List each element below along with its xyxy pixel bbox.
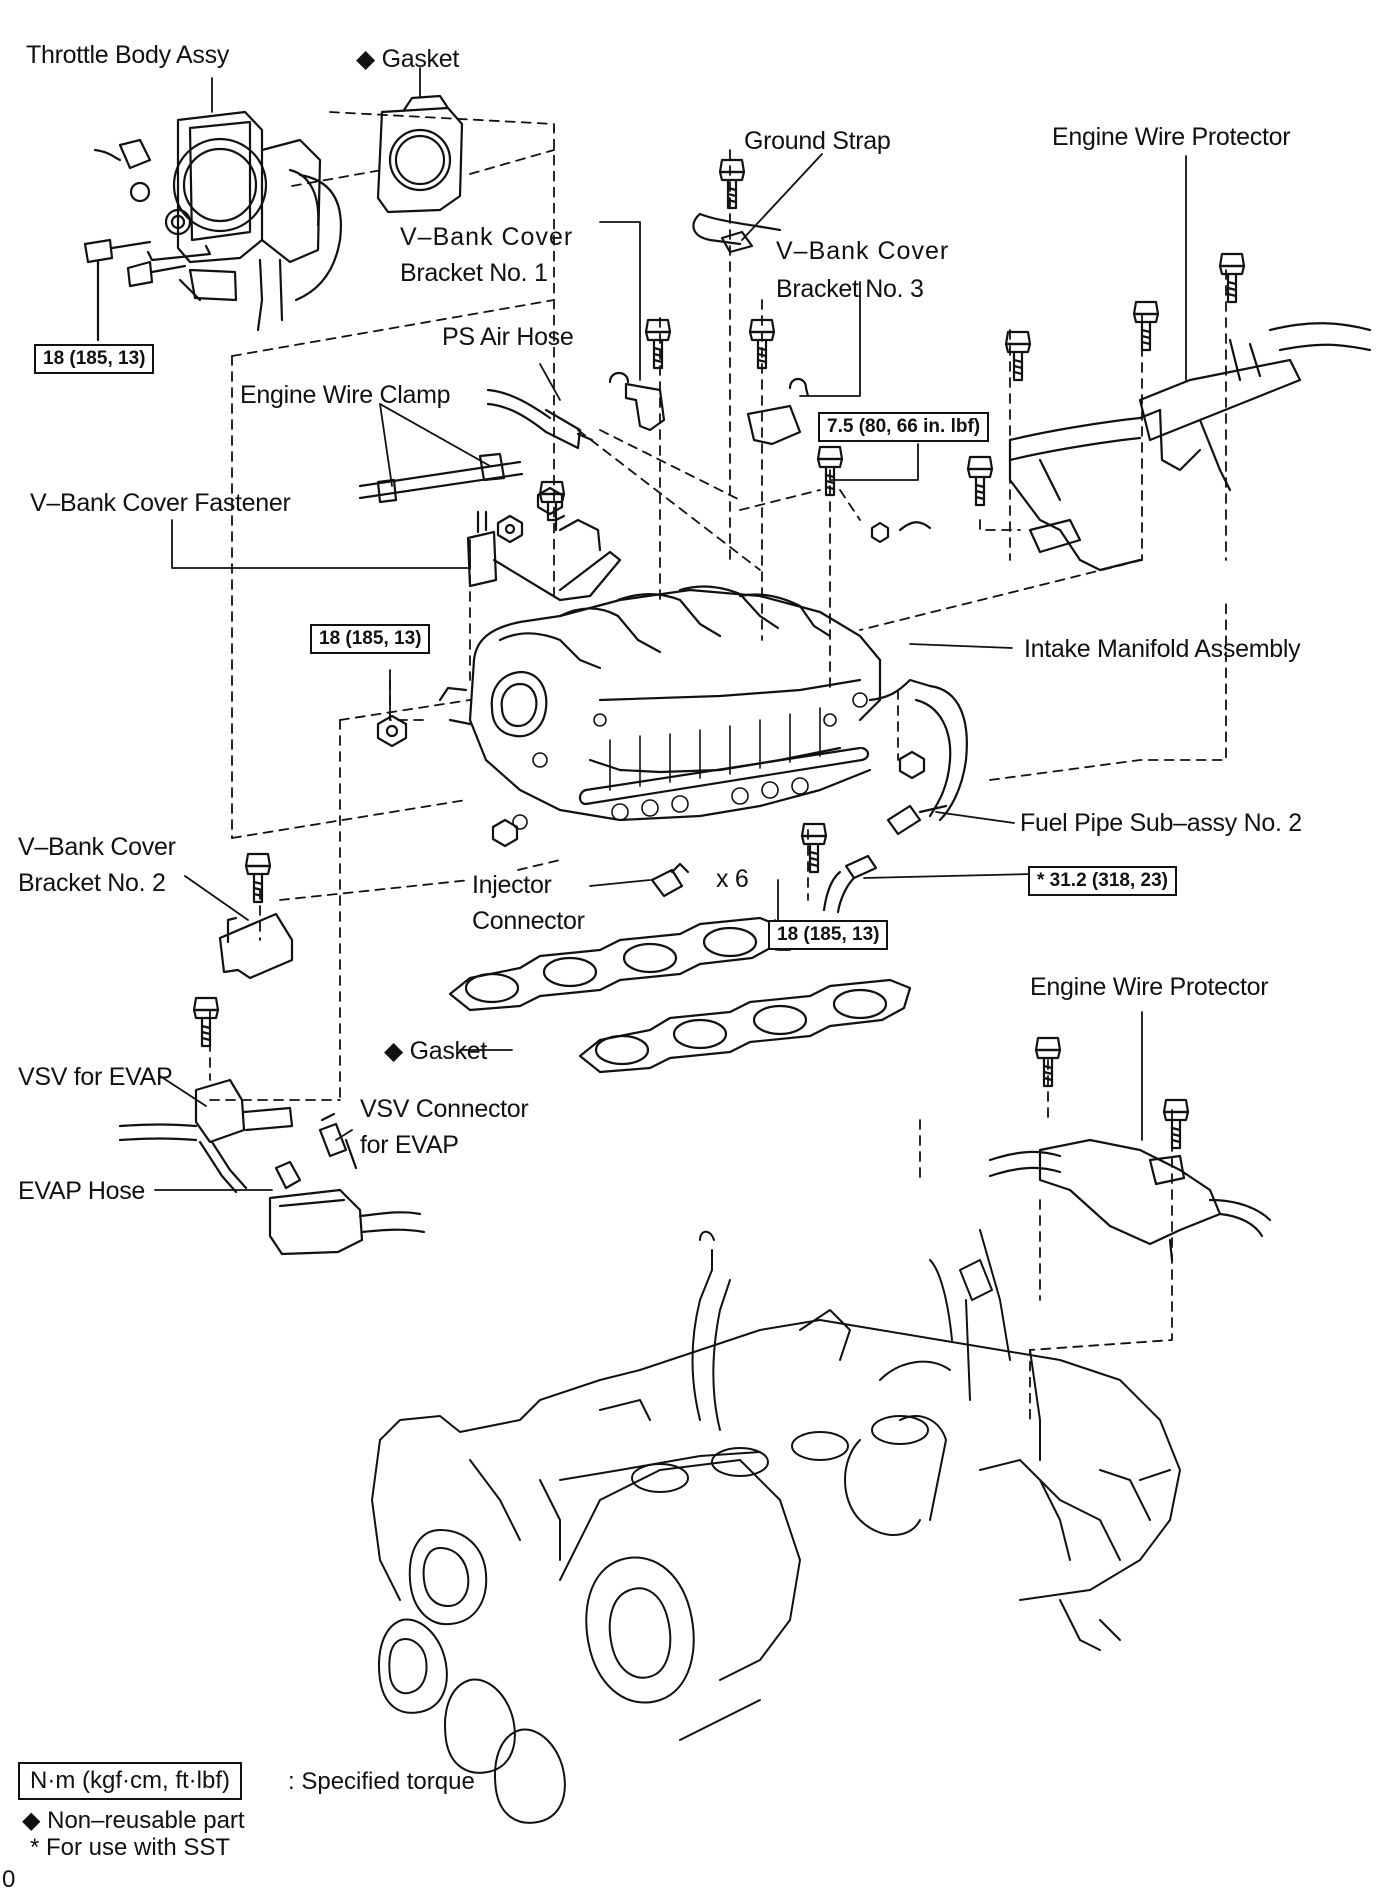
v-bank-bracket-3-drawing (746, 377, 810, 446)
label-intake-manifold-assembly: Intake Manifold Assembly (1024, 635, 1301, 663)
evap-hose-drawing (268, 1160, 426, 1256)
label-gasket-bottom: ◆ Gasket (384, 1037, 487, 1065)
label-v-bank-cover-bracket-1-line2: Bracket No. 1 (400, 259, 548, 287)
label-injector-connector-line2: Connector (472, 907, 585, 935)
dashed-assembly-lines (209, 111, 1227, 1421)
label-engine-wire-clamp: Engine Wire Clamp (240, 381, 451, 409)
torque-box-manifold-left: 18 (185, 13) (310, 624, 431, 654)
label-ps-air-hose: PS Air Hose (442, 323, 574, 351)
vsv-evap-drawing (118, 1078, 358, 1194)
label-vsv-for-evap: VSV for EVAP (18, 1063, 173, 1091)
torque-box-fuel-pipe: * 31.2 (318, 23) (1028, 866, 1177, 896)
v-bank-bracket-1-drawing (608, 371, 666, 432)
label-x6: x 6 (716, 865, 749, 893)
legend-torque-unit-box: N·m (kgf·cm, ft·lbf) (18, 1762, 242, 1800)
label-v-bank-cover-fastener: V–Bank Cover Fastener (30, 489, 291, 517)
label-engine-wire-protector-bottom: Engine Wire Protector (1030, 973, 1269, 1001)
bolts (192, 158, 1246, 1150)
torque-box-throttle-bolts: 18 (185, 13) (34, 344, 155, 374)
page-code: 0 (2, 1866, 16, 1893)
label-ground-strap: Ground Strap (744, 127, 891, 155)
engine-wire-clamp-drawing (358, 452, 524, 504)
fuel-pipe-drawing (822, 804, 948, 914)
engine-wire-protector-bottom-drawing (988, 1138, 1272, 1262)
label-fuel-pipe-sub-assy-2: Fuel Pipe Sub–assy No. 2 (1020, 809, 1302, 837)
label-injector-connector-line1: Injector (472, 871, 552, 899)
label-engine-wire-protector-top: Engine Wire Protector (1052, 123, 1291, 151)
label-vsv-connector-line1: VSV Connector (360, 1095, 529, 1123)
engine-block-drawing (371, 1229, 1181, 1824)
leader-lines (97, 67, 1187, 1191)
label-v-bank-cover-bracket-3-line1: V–Bank Cover (776, 237, 950, 265)
v-bank-fastener-drawing (466, 510, 622, 602)
intake-manifold-drawing (438, 521, 968, 830)
label-v-bank-cover-bracket-2-line2: Bracket No. 2 (18, 869, 166, 897)
throttle-body-assy-drawing (83, 110, 343, 342)
label-throttle-body-assy: Throttle Body Assy (26, 41, 230, 69)
injector-connector-drawing (650, 862, 690, 898)
legend-non-reusable: ◆ Non–reusable part (22, 1807, 245, 1834)
torque-box-manifold-bottom: 18 (185, 13) (768, 920, 889, 950)
ps-air-hose-drawing (486, 388, 594, 450)
v-bank-bracket-2-drawing (218, 912, 294, 980)
legend-torque-desc: : Specified torque (288, 1768, 475, 1795)
label-evap-hose: EVAP Hose (18, 1177, 145, 1205)
label-gasket-top: ◆ Gasket (356, 45, 459, 73)
label-v-bank-cover-bracket-1-line1: V–Bank Cover (400, 223, 574, 251)
throttle-gasket-drawing (376, 94, 464, 214)
ground-strap-drawing (692, 212, 782, 254)
engine-wire-protector-top-drawing (1008, 322, 1372, 572)
label-vsv-connector-line2: for EVAP (360, 1131, 459, 1159)
legend-sst: * For use with SST (30, 1834, 231, 1861)
label-v-bank-cover-bracket-3-line2: Bracket No. 3 (776, 275, 924, 303)
torque-box-bracket-3: 7.5 (80, 66 in. lbf) (818, 412, 990, 442)
label-v-bank-cover-bracket-2-line1: V–Bank Cover (18, 833, 176, 861)
